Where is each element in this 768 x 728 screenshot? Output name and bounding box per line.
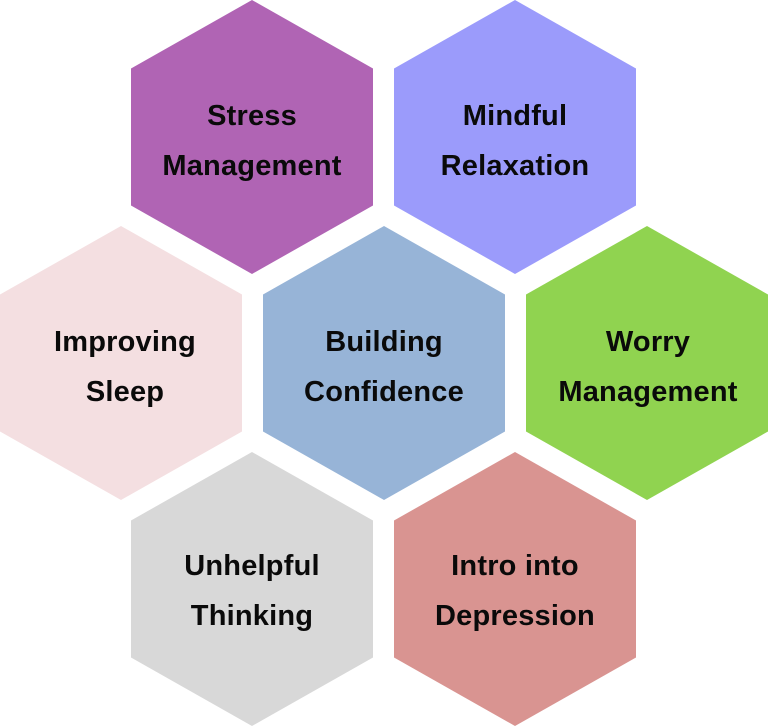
- hexagon-label: Worry Management: [527, 230, 768, 504]
- hexagon-label: Building Confidence: [263, 230, 505, 504]
- hexagon-label-line-2: Sleep: [85, 376, 165, 408]
- hexagon-shape: [526, 226, 768, 500]
- hexagon-label-line-2: Relaxation: [440, 150, 590, 182]
- hexagon-label-line-1: Building: [325, 326, 443, 358]
- hexagon-label-line-1: Mindful: [462, 100, 568, 132]
- hexagon-shape: [394, 452, 636, 726]
- hexagon-label-line-2: Depression: [435, 600, 595, 632]
- hexagon-shape: [394, 0, 636, 274]
- hexagon-label-line-2: Management: [162, 150, 342, 182]
- hexagon-fill: [394, 452, 636, 726]
- hexagon-label: Improving Sleep: [4, 230, 246, 504]
- hexagon-label-line-1: Improving: [54, 326, 196, 358]
- hexagon-label-line-2: Thinking: [190, 600, 314, 632]
- hexagon-building-confidence: Building Confidence: [263, 226, 505, 500]
- hexagon-worry-management: Worry Management: [526, 226, 768, 500]
- hexagon-label-line-1: Stress: [207, 100, 297, 132]
- hexagon-label: Stress Management: [131, 4, 373, 278]
- hexagon-stress-management: Stress Management: [131, 0, 373, 274]
- hexagon-label-line-1: Intro into: [451, 550, 579, 582]
- hexagon-shape: [0, 226, 242, 500]
- hexagon-label-line-1: Unhelpful: [184, 550, 320, 582]
- hexagon-label-line-1: Worry: [605, 326, 691, 358]
- hexagon-intro-into-depression: Intro into Depression: [394, 452, 636, 726]
- hexagon-shape: [263, 226, 505, 500]
- hexagon-label: Intro into Depression: [394, 454, 636, 728]
- hexagon-fill: [0, 226, 242, 500]
- hexagon-fill: [131, 452, 373, 726]
- hexagon-shape: [131, 0, 373, 274]
- hexagon-label: Unhelpful Thinking: [131, 454, 373, 728]
- hexagon-unhelpful-thinking: Unhelpful Thinking: [131, 452, 373, 726]
- hexagon-label-line-2: Management: [558, 376, 738, 408]
- hexagon-fill: [131, 0, 373, 274]
- hexagon-fill: [394, 0, 636, 274]
- hexagon-fill: [526, 226, 768, 500]
- hexagon-shape: [131, 452, 373, 726]
- hexagon-label-line-2: Confidence: [304, 376, 464, 408]
- hexagon-label: Mindful Relaxation: [394, 4, 636, 278]
- hexagon-fill: [263, 226, 505, 500]
- hexagon-mindful-relaxation: Mindful Relaxation: [394, 0, 636, 274]
- hexagon-improving-sleep: Improving Sleep: [0, 226, 242, 500]
